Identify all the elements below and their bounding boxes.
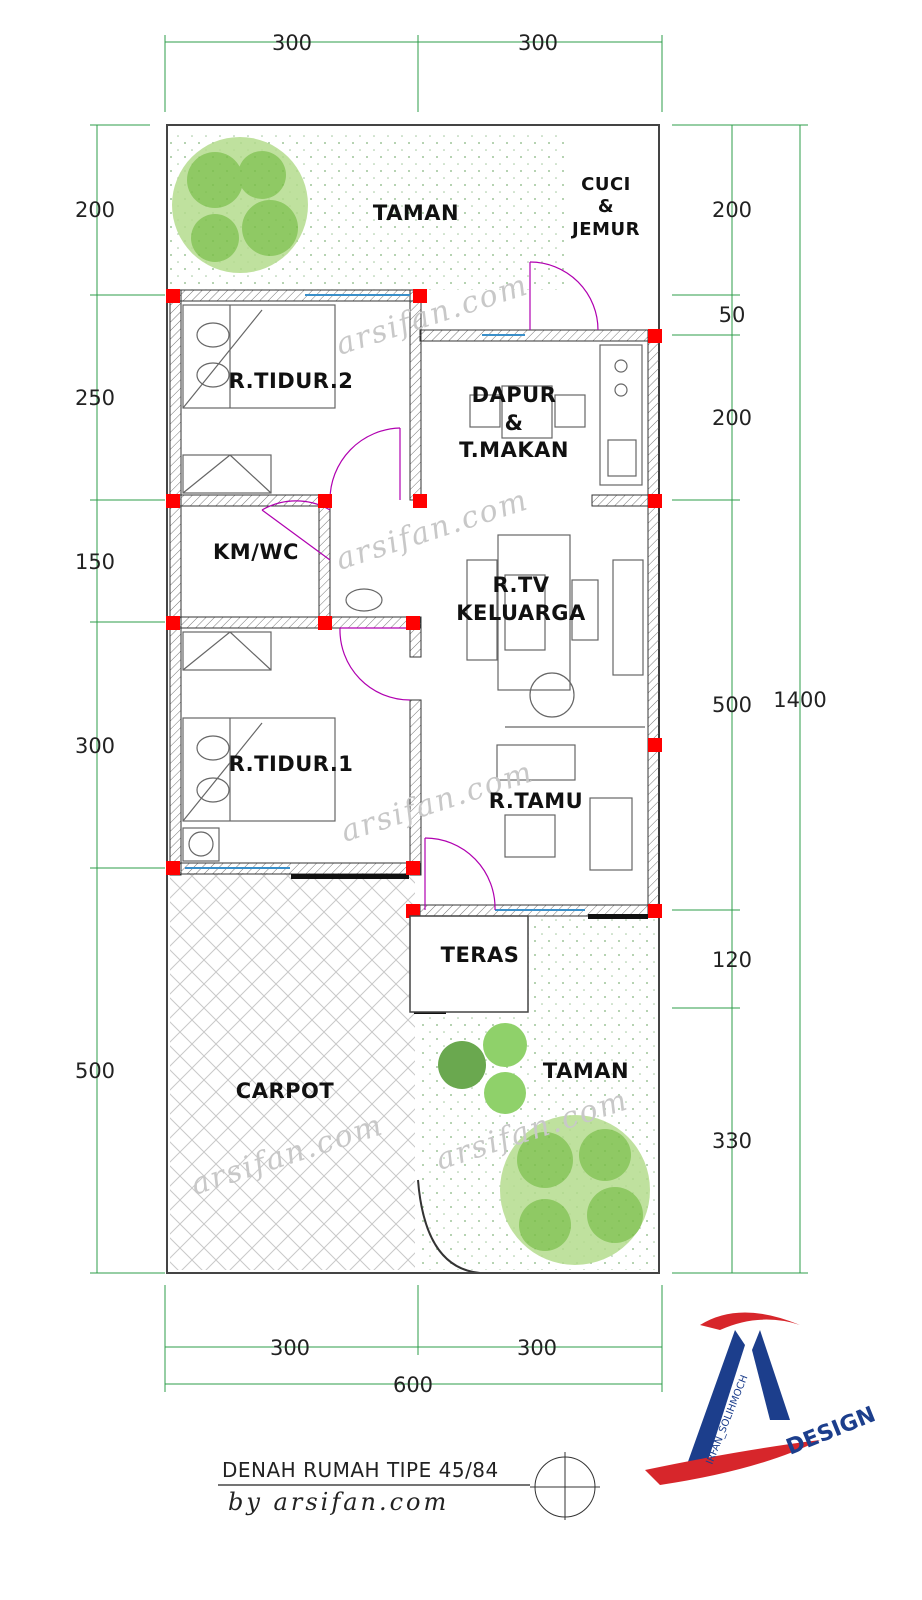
svg-text:arsifan.com: arsifan.com xyxy=(332,482,533,577)
plan-title: DENAH RUMAH TIPE 45/84 xyxy=(222,1458,499,1482)
dim-left-5: 500 xyxy=(75,1059,115,1083)
furniture xyxy=(182,304,645,871)
columns xyxy=(166,289,662,918)
dim-top-1: 300 xyxy=(272,31,312,55)
label-kmwc: KM/WC xyxy=(213,540,299,564)
dim-bottom-1: 300 xyxy=(270,1336,310,1360)
garden-curved-edge xyxy=(417,1179,481,1274)
tree-icon xyxy=(172,137,308,273)
label-dapur-2: & xyxy=(505,411,524,435)
room-labels: TAMAN CUCI & JEMUR R.TIDUR.2 DAPUR & T.M… xyxy=(213,174,640,1103)
label-cuci-1: CUCI xyxy=(581,174,631,195)
dim-right-3: 200 xyxy=(712,406,752,430)
carport-paving xyxy=(170,873,415,1270)
dim-bottom-2: 300 xyxy=(517,1336,557,1360)
dim-right-6: 330 xyxy=(712,1129,752,1153)
dimension-lines xyxy=(90,35,808,1392)
dim-top-2: 300 xyxy=(518,31,558,55)
label-dapur-3: T.MAKAN xyxy=(459,438,569,462)
dim-total-width: 600 xyxy=(393,1373,433,1397)
dim-left-2: 250 xyxy=(75,386,115,410)
dim-total-depth: 1400 xyxy=(773,688,826,712)
plan-byline: by arsifan.com xyxy=(228,1488,449,1516)
label-teras: TERAS xyxy=(441,943,520,967)
dim-right-4: 500 xyxy=(712,693,752,717)
dim-right-2: 50 xyxy=(719,303,746,327)
label-cuci-3: JEMUR xyxy=(570,219,640,240)
dim-left-4: 300 xyxy=(75,734,115,758)
north-arrow-icon xyxy=(530,1452,600,1520)
label-taman-front: TAMAN xyxy=(543,1059,629,1083)
label-cuci-2: & xyxy=(598,196,614,217)
shrub-icon xyxy=(438,1023,527,1114)
teras-platform xyxy=(409,915,529,1013)
label-taman-back: TAMAN xyxy=(373,201,459,225)
title-block: DENAH RUMAH TIPE 45/84 by arsifan.com xyxy=(218,1452,600,1520)
dimension-labels: 300 300 300 300 600 200 250 150 300 500 … xyxy=(75,31,827,1397)
label-tamu: R.TAMU xyxy=(489,789,583,813)
dim-left-1: 200 xyxy=(75,198,115,222)
label-rtv-2: KELUARGA xyxy=(456,601,586,625)
label-carpot: CARPOT xyxy=(236,1079,335,1103)
windows xyxy=(185,294,585,911)
logo: DESIGN IRFAN_SOLIHMOCH xyxy=(645,1312,879,1485)
dim-right-5: 120 xyxy=(712,948,752,972)
dim-right-1: 200 xyxy=(712,198,752,222)
doors xyxy=(261,261,599,911)
label-rtv-1: R.TV xyxy=(492,573,549,597)
label-dapur-1: DAPUR xyxy=(472,383,557,407)
logo-word: DESIGN xyxy=(783,1402,879,1460)
tree-icon xyxy=(500,1115,650,1265)
label-tidur-2: R.TIDUR.2 xyxy=(229,369,354,393)
label-tidur-1: R.TIDUR.1 xyxy=(229,752,354,776)
dim-left-3: 150 xyxy=(75,550,115,574)
